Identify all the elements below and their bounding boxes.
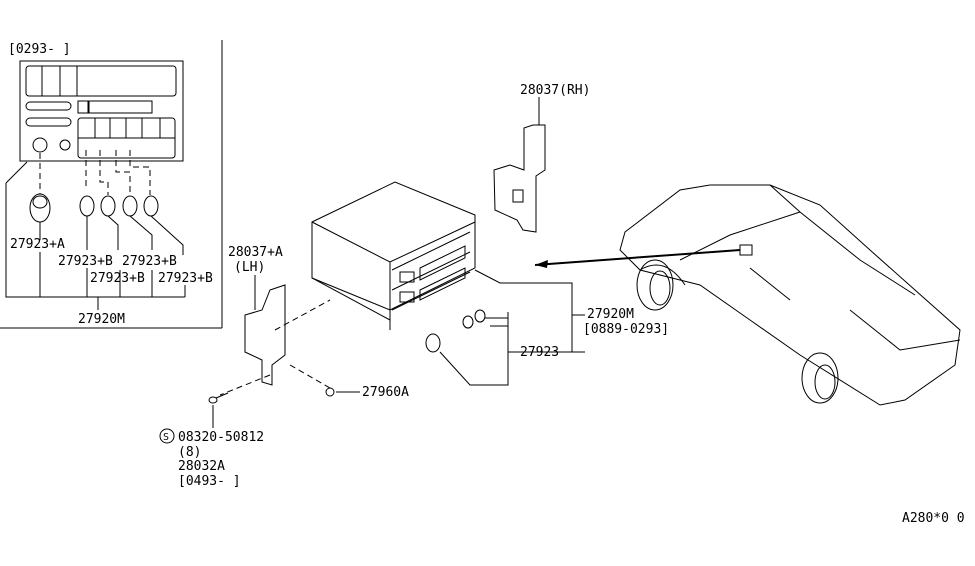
bolt-date-range: [0493- ]: [178, 474, 241, 489]
knob-b-drawings: [79, 195, 159, 217]
screw-drawing: [325, 387, 335, 397]
inset-assembly-label: 27920M: [78, 312, 125, 327]
bracket-lh-side: (LH): [234, 260, 265, 275]
bracket-lh-drawing: [244, 284, 286, 386]
inset-date-range: [0293- ]: [8, 42, 71, 57]
bolt-drawing: [208, 392, 229, 404]
knob-b-label-3: 27923+B: [90, 271, 145, 286]
knob-b-label-1: 27923+B: [58, 254, 113, 269]
bolt-qty: (8): [178, 445, 201, 460]
radio-date-range: [0889-0293]: [583, 322, 669, 337]
knob-a-label: 27923+A: [10, 237, 65, 252]
radio-label: 27920M: [587, 307, 634, 322]
location-arrow: [534, 249, 741, 266]
knobs-drawing: [425, 309, 486, 353]
knob-a-drawing: [29, 193, 51, 223]
radio-face-drawing: [19, 60, 184, 162]
standard-part-symbol: [159, 428, 175, 444]
bracket-rh-label: 28037(RH): [520, 83, 590, 98]
screw-label: 27960A: [362, 385, 409, 400]
inset-panel: [0293- ] 27923+A 27923+B 27923+B 27923+B…: [0, 40, 223, 329]
knob-b-label-4: 27923+B: [158, 271, 213, 286]
standard-part-letter: S: [163, 432, 169, 443]
radio-unit-drawing: [311, 181, 476, 330]
car-drawing: [619, 184, 961, 406]
knob-label: 27923: [520, 345, 559, 360]
diagram-code: A280*0 0: [902, 511, 965, 526]
bracket-rh-drawing: [493, 124, 546, 233]
bracket-lh-label: 28037+A: [228, 245, 283, 260]
knob-b-label-2: 27923+B: [122, 254, 177, 269]
bolt-alt-part-label: 28032A: [178, 459, 225, 474]
bolt-part-label: 08320-50812: [178, 430, 264, 445]
